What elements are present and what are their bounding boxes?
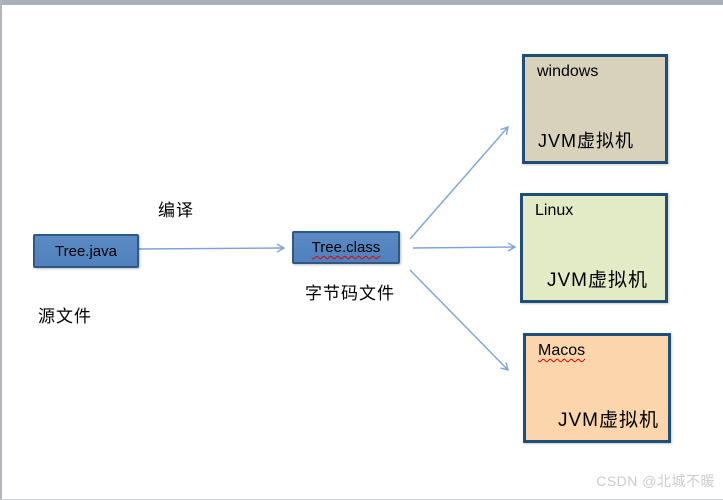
- os-name-windows: windows: [537, 63, 599, 80]
- source-file-label: Tree.java: [55, 242, 117, 260]
- window-left-edge: [0, 0, 2, 500]
- os-name-macos: Macos: [538, 342, 586, 359]
- bytecode-file-label: Tree.class: [311, 239, 381, 256]
- os-name-linux: Linux: [535, 202, 574, 219]
- platform-box-linux: Linux JVM虚拟机: [520, 193, 668, 303]
- arrow-to-windows: [409, 127, 508, 240]
- arrow-to-macos: [409, 269, 508, 370]
- jvm-label-macos: JVM虚拟机: [558, 410, 660, 431]
- bytecode-file-caption: 字节码文件: [305, 284, 395, 303]
- window-top-edge: [0, 0, 723, 5]
- source-file-node: Tree.java: [33, 234, 139, 268]
- jvm-label-windows: JVM虚拟机: [538, 131, 634, 151]
- compile-arrow: [138, 248, 284, 249]
- platform-box-windows: windows JVM虚拟机: [522, 54, 668, 164]
- compile-edge-label: 编译: [158, 201, 194, 220]
- platform-box-macos: Macos JVM虚拟机: [523, 333, 671, 443]
- source-file-caption: 源文件: [38, 307, 92, 326]
- csdn-watermark: CSDN @北城不暖: [596, 473, 715, 489]
- arrow-to-linux: [412, 247, 515, 248]
- bytecode-file-node: Tree.class: [292, 231, 400, 264]
- jvm-label-linux: JVM虚拟机: [547, 270, 649, 291]
